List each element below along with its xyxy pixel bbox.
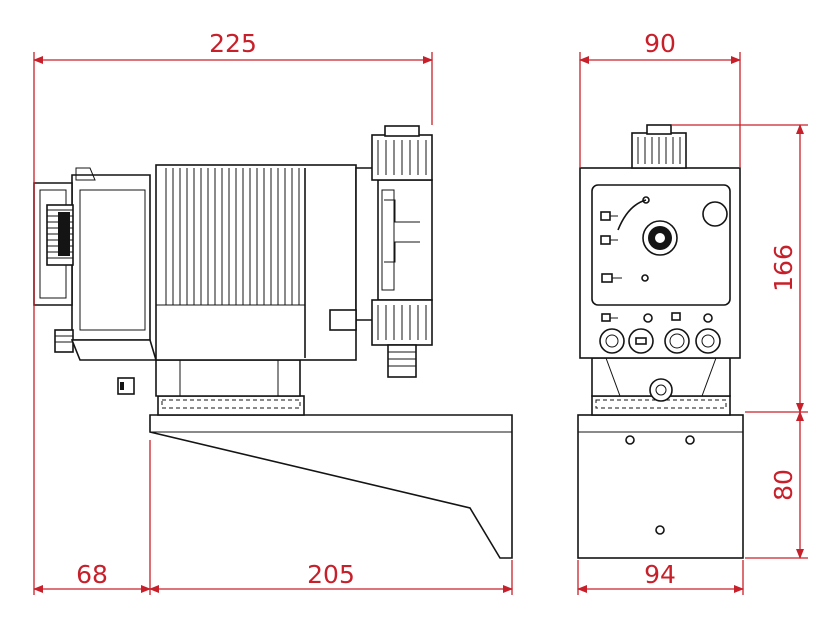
mount-hole-right <box>685 435 695 445</box>
gear-icon <box>46 204 74 266</box>
side-cable-gland <box>54 329 74 353</box>
side-drain-fitting <box>329 309 357 331</box>
dim-label-166: 166 <box>769 244 798 292</box>
pedestal-lines <box>179 360 279 396</box>
valve-inner <box>381 189 395 291</box>
valve-channel <box>384 199 420 263</box>
gland-lines <box>55 335 73 343</box>
mount-hole-bottom <box>655 525 665 535</box>
bottom-connector <box>387 344 417 378</box>
dim-label-94: 94 <box>644 560 676 589</box>
fitting-mark <box>120 382 124 390</box>
plate-dashes <box>161 399 301 409</box>
dim-label-68: 68 <box>76 560 108 589</box>
top-valve-cap <box>384 125 420 137</box>
connector-labels <box>601 312 713 323</box>
side-mount-plate <box>157 395 305 416</box>
dim-label-225: 225 <box>209 29 257 58</box>
bottom-valve-ribs <box>377 305 427 340</box>
motor-top-bracket <box>75 167 96 181</box>
front-valve-ribs <box>637 137 681 164</box>
connector-threads <box>388 351 416 367</box>
motor-inner <box>79 189 146 331</box>
dim-label-80: 80 <box>769 469 798 501</box>
dimension-lines <box>33 52 808 595</box>
mode-indicator-icon <box>600 211 618 245</box>
mount-hole-left <box>625 435 635 445</box>
pedestal-slopes <box>605 357 717 397</box>
front-valve-cap <box>646 124 672 135</box>
adjustment-knob-icon[interactable] <box>642 220 678 256</box>
front-center-fitting <box>649 378 673 402</box>
side-pump-head <box>355 167 381 321</box>
level-indicator-icon <box>601 273 622 283</box>
motor-foot <box>70 339 158 361</box>
side-motor-housing <box>71 174 151 341</box>
pointer-dot <box>642 196 650 204</box>
cap-inner <box>39 189 67 299</box>
power-button[interactable] <box>702 201 728 227</box>
cooling-fins <box>156 168 306 358</box>
status-led <box>641 274 649 282</box>
side-finned-body <box>155 164 357 361</box>
front-view <box>577 124 744 559</box>
dim-label-205: 205 <box>307 560 355 589</box>
electrical-connectors <box>599 328 721 354</box>
side-base-bracket <box>149 414 513 559</box>
front-base-block <box>577 414 744 559</box>
fitting-inner <box>655 384 667 396</box>
side-view <box>33 125 513 559</box>
top-valve-ribs <box>377 140 427 175</box>
dimension-labels: 225 68 205 90 94 166 80 <box>76 29 798 589</box>
side-valve-body <box>377 179 433 301</box>
dim-label-90: 90 <box>644 29 676 58</box>
